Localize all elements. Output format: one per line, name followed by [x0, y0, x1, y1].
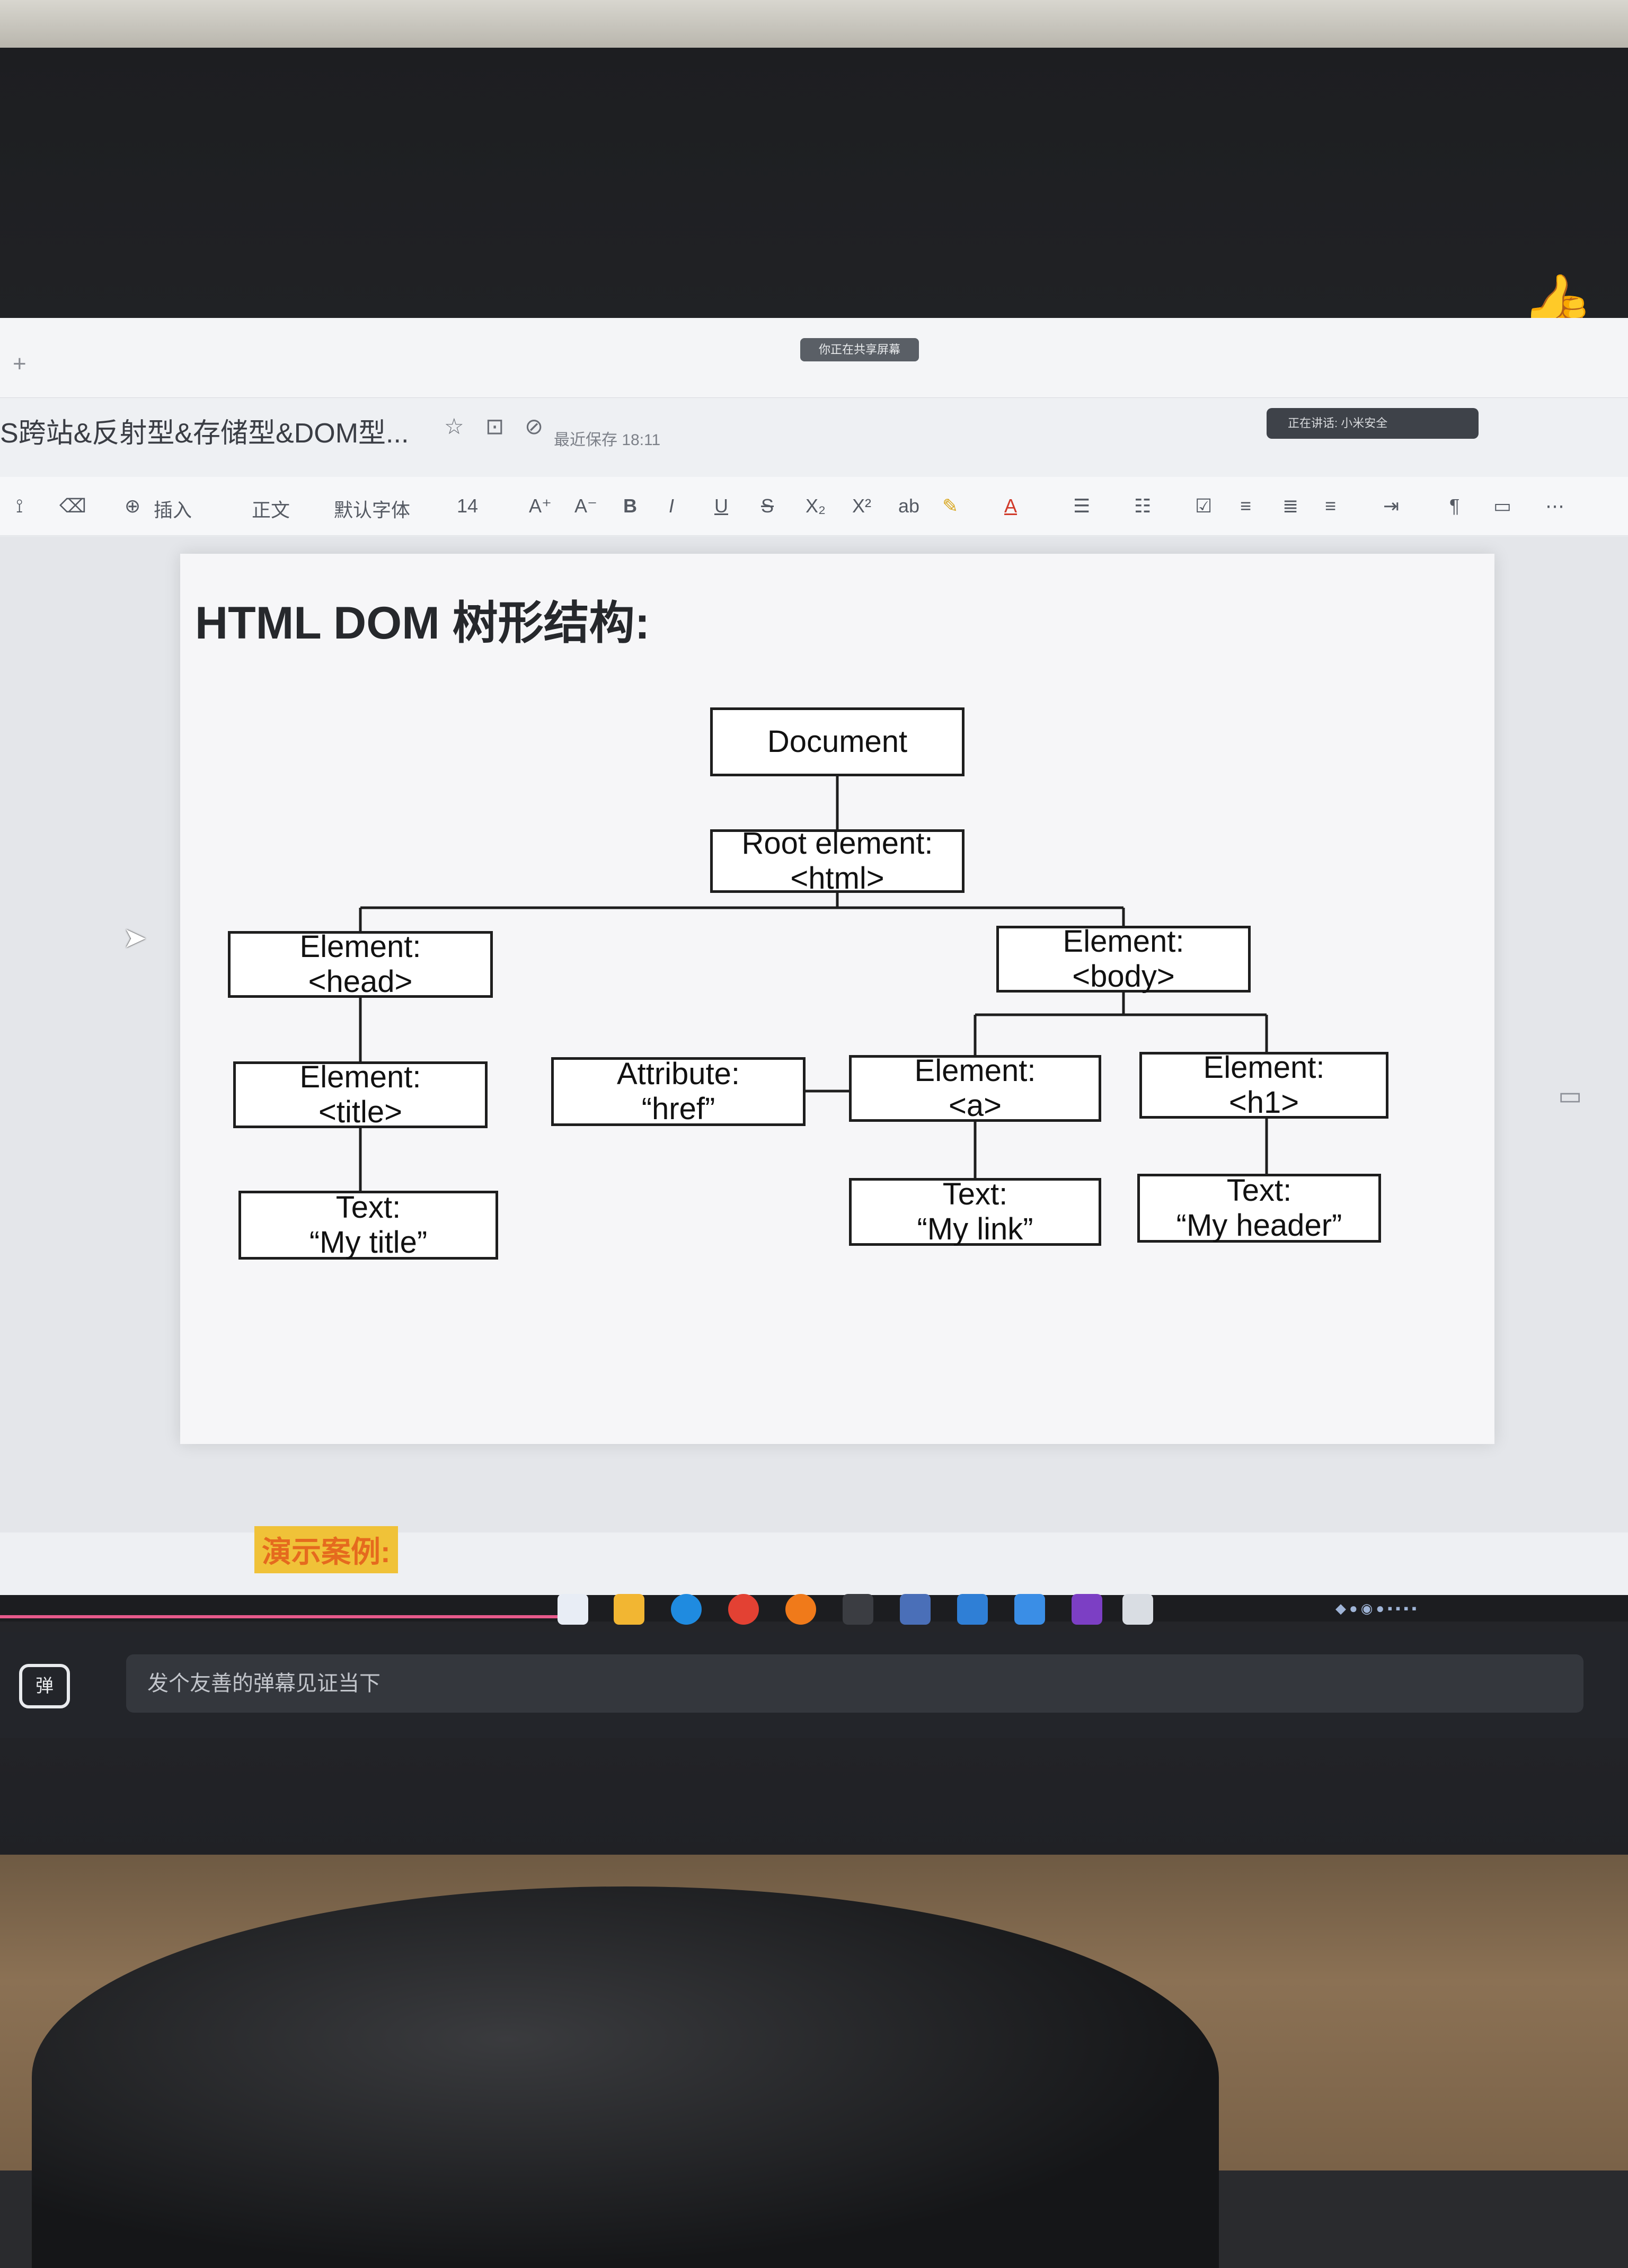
paragraph-icon[interactable]: ¶: [1449, 495, 1460, 517]
node-tag: <html>: [790, 861, 884, 896]
tree-node-root-html: Root element: <html>: [710, 826, 965, 896]
file-explorer-icon[interactable]: [614, 1594, 644, 1625]
node-label: Element:: [914, 1053, 1036, 1088]
tree-node-document: Document: [710, 707, 965, 776]
insert-menu[interactable]: 插入: [154, 499, 192, 521]
text-effects-icon[interactable]: ab: [898, 495, 920, 517]
tree-node-h1: Element: <h1>: [1139, 1050, 1388, 1120]
save-status: 最近保存 18:11: [554, 431, 661, 449]
screen-share-indicator[interactable]: 你正在共享屏幕: [800, 338, 919, 361]
node-value: “href”: [641, 1092, 715, 1126]
indent-icon[interactable]: ⇥: [1383, 495, 1400, 517]
tree-node-text-my-header: Text: “My header”: [1137, 1173, 1381, 1243]
speaker-panel[interactable]: 正在讲话: 小米安全: [1267, 408, 1479, 439]
decrease-font-button[interactable]: A⁻: [574, 495, 598, 517]
node-tag: <h1>: [1228, 1085, 1299, 1120]
highlight-icon[interactable]: ✎: [942, 495, 959, 517]
ide-app-icon[interactable]: [1072, 1594, 1102, 1625]
insert-icon[interactable]: ⊕: [125, 495, 141, 517]
chrome-browser-icon[interactable]: [728, 1594, 759, 1625]
italic-button[interactable]: I: [669, 495, 675, 517]
node-tag: <body>: [1072, 959, 1175, 994]
node-tag: <a>: [949, 1088, 1002, 1123]
notes-app-icon[interactable]: [957, 1594, 988, 1625]
node-label: Text:: [1226, 1173, 1292, 1208]
format-painter-icon[interactable]: ⟟: [16, 495, 23, 517]
browser-tab-strip: + 你正在共享屏幕: [0, 318, 1628, 398]
side-comment-icon[interactable]: ▭: [1558, 1082, 1582, 1110]
mouse-pointer-icon: ➤: [123, 922, 147, 954]
danmaku-input[interactable]: 发个友善的弹幕见证当下: [126, 1654, 1583, 1713]
subscript-button[interactable]: X₂: [806, 495, 826, 517]
align-center-icon[interactable]: ≣: [1282, 495, 1299, 517]
bold-button[interactable]: B: [623, 495, 637, 517]
checklist-icon[interactable]: ☑: [1195, 495, 1213, 517]
node-label: Root element:: [741, 826, 933, 861]
slide-image: HTML DOM 树形结构: Document: [180, 554, 1494, 1444]
cloud-app-icon[interactable]: [1014, 1594, 1045, 1625]
node-label: Document: [767, 724, 908, 759]
danmaku-bar: 弹 发个友善的弹幕见证当下: [0, 1632, 1628, 1738]
document-title: S跨站&反射型&存储型&DOM型...: [0, 418, 409, 449]
clear-format-icon[interactable]: ⌫: [59, 495, 86, 517]
bullet-list-icon[interactable]: ☰: [1073, 495, 1091, 517]
node-tag: <head>: [308, 964, 413, 999]
new-tab-button[interactable]: +: [13, 351, 26, 377]
node-label: Text:: [942, 1177, 1008, 1211]
firefox-browser-icon[interactable]: [785, 1594, 816, 1625]
font-size-select[interactable]: 14: [457, 495, 479, 517]
node-value: “My title”: [309, 1225, 428, 1260]
font-family-select[interactable]: 默认字体: [334, 499, 411, 521]
video-progress-bar[interactable]: [0, 1615, 562, 1618]
document-app-icon[interactable]: [1122, 1594, 1153, 1625]
tree-node-text-my-title: Text: “My title”: [238, 1190, 498, 1260]
node-label: Attribute:: [616, 1057, 740, 1091]
edge-browser-icon[interactable]: [671, 1594, 702, 1625]
network-app-icon[interactable]: [900, 1594, 931, 1625]
computer-mouse: [32, 1886, 1219, 2268]
font-color-button[interactable]: A: [1004, 495, 1017, 517]
screen: + 你正在共享屏幕 S跨站&反射型&存储型&DOM型... ☆ ⊡ ⊘ 最近保存…: [0, 318, 1628, 1625]
underline-button[interactable]: U: [714, 495, 728, 517]
format-toolbar: ⟟ ⌫ ⊕ 插入 正文 默认字体 14 A⁺ A⁻ B I U S X₂ X² …: [0, 477, 1628, 536]
tree-node-body: Element: <body>: [996, 924, 1251, 994]
paragraph-style-select[interactable]: 正文: [252, 499, 290, 521]
node-label: Element:: [1203, 1050, 1325, 1085]
saved-check-icon: ⊘: [525, 414, 544, 439]
node-label: Element:: [299, 1060, 421, 1094]
move-to-icon[interactable]: ⊡: [485, 414, 505, 439]
danmaku-toggle-icon[interactable]: 弹: [19, 1664, 70, 1708]
strikethrough-button[interactable]: S: [761, 495, 774, 517]
align-right-icon[interactable]: ≡: [1325, 495, 1337, 517]
node-label: Element:: [299, 929, 421, 964]
align-left-icon[interactable]: ≡: [1240, 495, 1252, 517]
tree-node-attribute-href: Attribute: “href”: [551, 1057, 806, 1126]
tree-node-title: Element: <title>: [233, 1060, 488, 1129]
app-icon[interactable]: [843, 1594, 873, 1625]
comment-icon[interactable]: ▭: [1493, 495, 1512, 517]
numbered-list-icon[interactable]: ☷: [1134, 495, 1152, 517]
slide-title: HTML DOM 树形结构:: [195, 598, 650, 649]
node-tag: <title>: [318, 1095, 402, 1129]
superscript-button[interactable]: X²: [852, 495, 871, 517]
tree-node-head: Element: <head>: [228, 929, 493, 999]
node-value: “My header”: [1176, 1208, 1342, 1243]
system-tray-icons[interactable]: ◆●◉●▪▪▪▪: [1335, 1600, 1420, 1616]
tree-node-a: Element: <a>: [849, 1053, 1101, 1123]
background-wall: [0, 0, 1628, 48]
star-icon[interactable]: ☆: [444, 414, 464, 439]
node-label: Text:: [335, 1190, 401, 1225]
increase-font-button[interactable]: A⁺: [529, 495, 552, 517]
node-label: Element:: [1063, 924, 1184, 959]
demo-heading: 演示案例:: [254, 1526, 398, 1573]
node-value: “My link”: [917, 1212, 1033, 1246]
task-view-icon[interactable]: [558, 1594, 588, 1625]
tree-node-text-my-link: Text: “My link”: [849, 1177, 1101, 1246]
tree-connectors: [359, 776, 1268, 1191]
more-icon[interactable]: ⋯: [1545, 495, 1564, 517]
